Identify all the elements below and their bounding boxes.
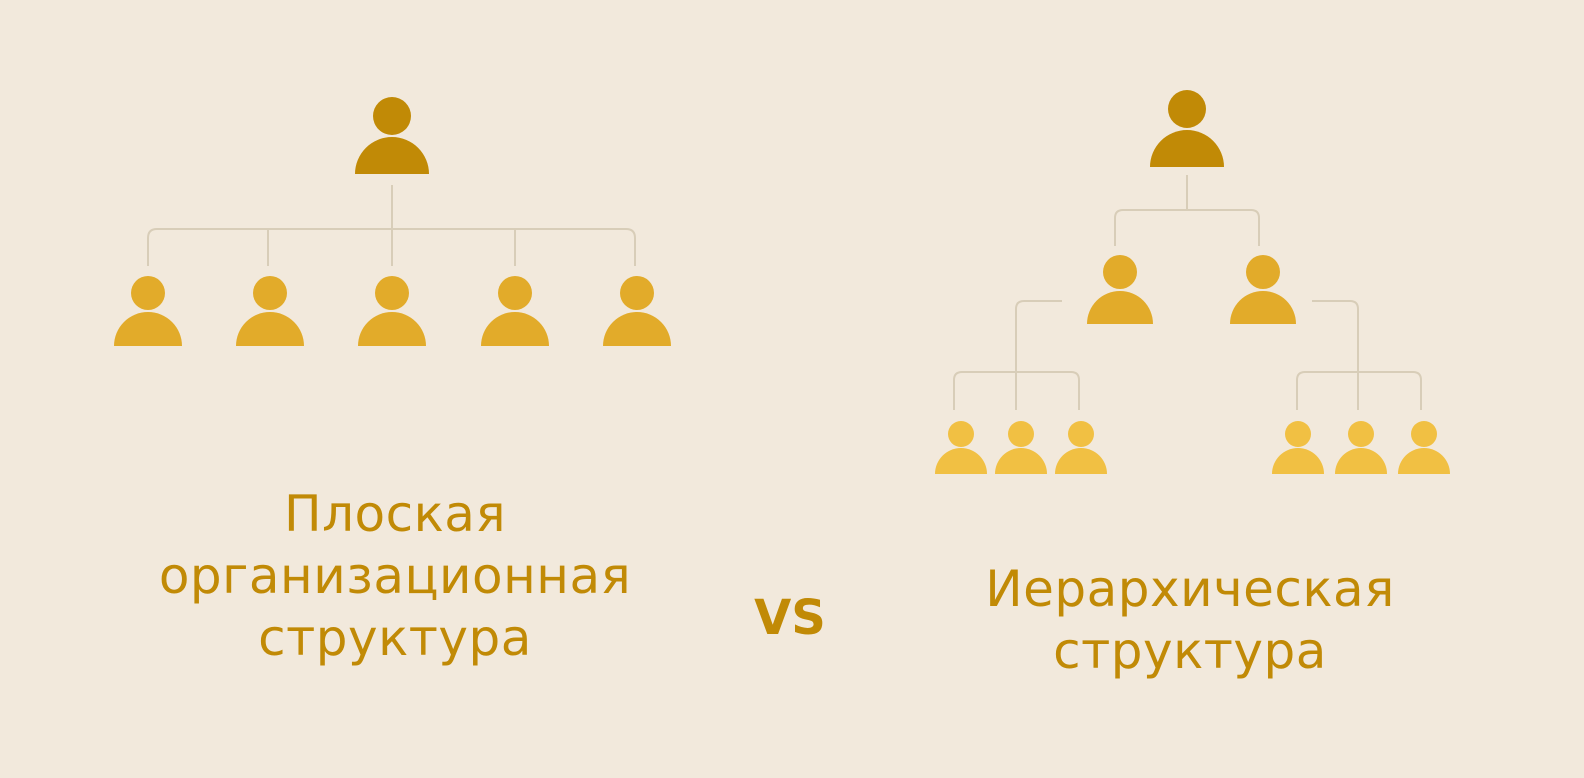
hier-manager-person-icon xyxy=(1087,255,1153,324)
hier-caption-line: Иерархическая xyxy=(985,560,1395,618)
hier-member-person-icon xyxy=(1398,421,1450,474)
flat-connectors xyxy=(147,185,636,266)
hier-member-person-icon xyxy=(935,421,987,474)
flat-structure-caption: Плоская организационная структура xyxy=(140,483,650,669)
flat-caption-line: организационная xyxy=(158,547,632,605)
hier-connectors xyxy=(953,175,1422,410)
flat-subordinate-person-icon xyxy=(114,276,182,346)
flat-subordinate-person-icon xyxy=(358,276,426,346)
flat-caption-line: структура xyxy=(258,609,532,667)
flat-subordinate-person-icon xyxy=(481,276,549,346)
hier-member-person-icon xyxy=(1335,421,1387,474)
flat-caption-line: Плоская xyxy=(283,485,507,543)
hier-member-person-icon xyxy=(1272,421,1324,474)
hierarchical-structure-caption: Иерархическая структура xyxy=(930,558,1450,682)
hier-member-person-icon xyxy=(995,421,1047,474)
hier-leader-person-icon xyxy=(1150,90,1224,167)
versus-label: VS xyxy=(754,590,826,646)
flat-subordinate-person-icon xyxy=(603,276,671,346)
flat-subordinate-person-icon xyxy=(236,276,304,346)
hier-right-team-bar xyxy=(1296,371,1422,410)
hier-right-elbow xyxy=(1312,300,1359,410)
hier-caption-line: структура xyxy=(1053,622,1327,680)
hier-member-person-icon xyxy=(1055,421,1107,474)
flat-branch-bar xyxy=(147,228,636,266)
hier-manager-bar xyxy=(1114,209,1260,246)
hier-manager-person-icon xyxy=(1230,255,1296,324)
hier-left-team-bar xyxy=(953,371,1080,410)
flat-leader-person-icon xyxy=(355,97,429,174)
hier-left-elbow xyxy=(1015,300,1062,410)
